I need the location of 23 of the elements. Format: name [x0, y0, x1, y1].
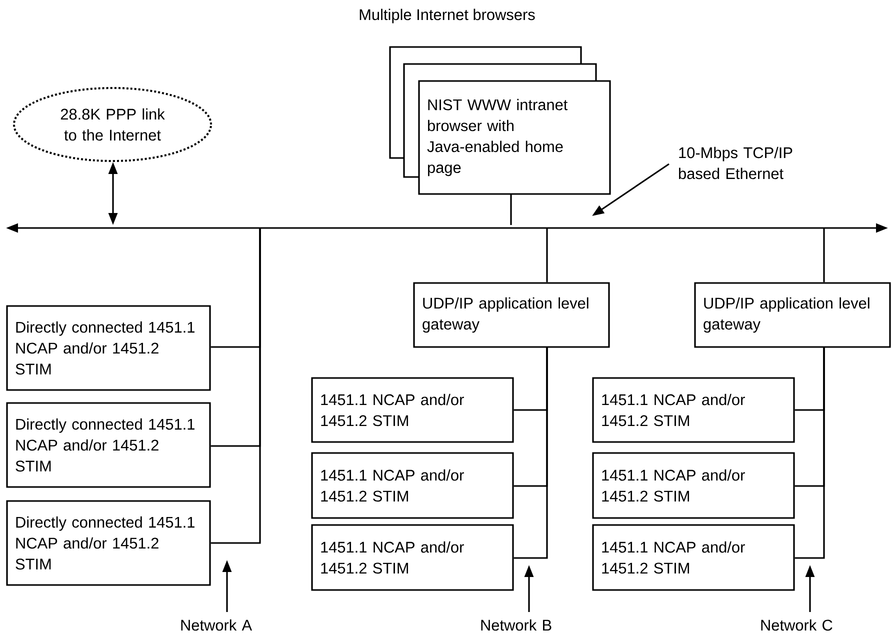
device-box: 1451.1 NCAP and/or 1451.2 STIM: [592, 377, 795, 443]
device-box: 1451.1 NCAP and/or 1451.2 STIM: [311, 377, 514, 443]
label-text: 10-Mbps TCP/IP based Ethernet: [679, 146, 792, 180]
connector-line: [794, 347, 825, 559]
connector-line: [823, 228, 825, 282]
node-label: Multiple Internet browsers: [360, 8, 535, 24]
label-text: Network A: [181, 619, 252, 631]
device-box: Directly connected 1451.1 NCAP and/or 1451.2 STIM: [6, 305, 211, 391]
connector-line: [514, 347, 548, 559]
label-text: Network B: [481, 619, 552, 631]
device-box: 1451.1 NCAP and/or 1451.2 STIM: [592, 524, 795, 591]
label-text: Network C: [761, 619, 832, 631]
stacked-browser-boxes: NIST WWW intranet browser with Java-enabled home page: [389, 46, 611, 195]
device-box: Directly connected 1451.1 NCAP and/or 1451.2 STIM: [6, 402, 211, 488]
device-box: 1451.1 NCAP and/or 1451.2 STIM: [311, 524, 514, 591]
device-box: UDP/IP application level gateway: [413, 282, 610, 348]
connector-line: [546, 228, 548, 282]
device-box: 1451.1 NCAP and/or 1451.2 STIM: [311, 452, 514, 519]
connector-line: [510, 194, 512, 225]
connector-line: [210, 228, 261, 544]
device-box: Directly connected 1451.1 NCAP and/or 1451.2 STIM: [6, 500, 211, 586]
device-box: 1451.1 NCAP and/or 1451.2 STIM: [592, 452, 795, 519]
device-box: UDP/IP application level gateway: [694, 282, 891, 348]
